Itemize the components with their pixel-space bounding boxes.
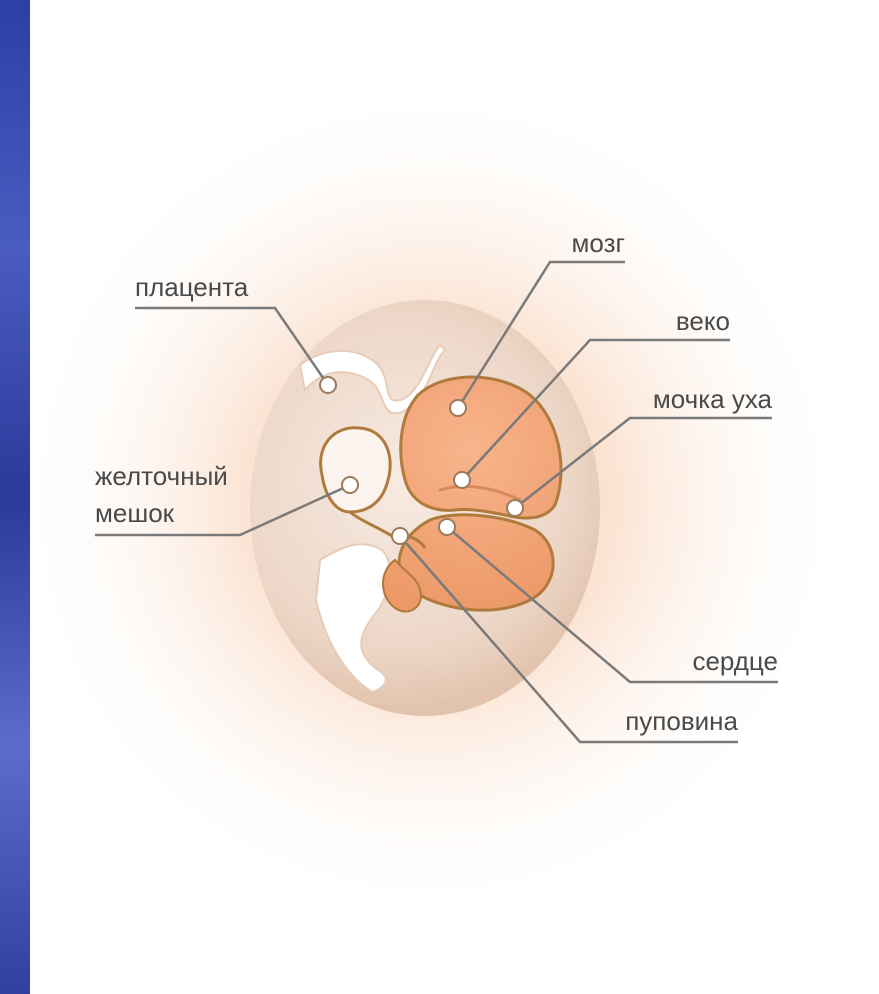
embryo-diagram: плацента желточный мешок мозг веко мочка… [30,0,879,994]
label-heart: сердце [692,646,778,676]
label-umbilical-cord: пуповина [625,706,738,736]
marker-earlobe [507,500,523,516]
marker-brain [450,400,466,416]
marker-placenta [320,377,336,393]
label-earlobe: мочка уха [653,384,773,414]
diagram-canvas: плацента желточный мешок мозг веко мочка… [30,0,879,994]
yolk-sac-shape [321,428,391,512]
label-brain: мозг [572,228,625,258]
label-eyelid: веко [676,306,730,336]
marker-eyelid [454,472,470,488]
label-yolk-sac-line1: желточный [95,461,228,491]
label-placenta: плацента [135,272,249,302]
marker-yolk-sac [342,477,358,493]
marker-umbilical-cord [392,528,408,544]
label-yolk-sac-line2: мешок [95,498,175,528]
left-decorative-strip [0,0,30,994]
marker-heart [439,519,455,535]
